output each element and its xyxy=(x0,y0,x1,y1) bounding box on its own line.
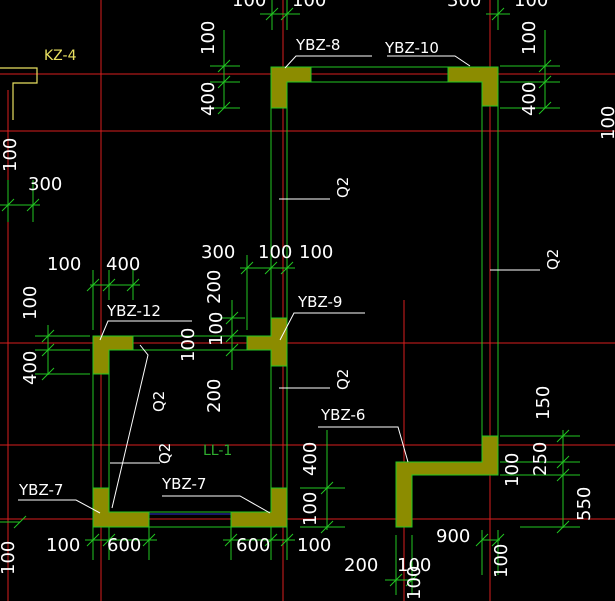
kz4-column xyxy=(0,67,38,120)
kz4-outline xyxy=(0,67,38,120)
dim-bot-left-100: 100 xyxy=(0,541,19,575)
column-ybz6 xyxy=(395,435,499,528)
dim-h100-mid-b: 100 xyxy=(299,242,333,263)
column-ybz9 xyxy=(246,317,288,367)
dim-bot-100-e: 100 xyxy=(491,544,512,578)
dim-left-100-top: 100 xyxy=(0,138,21,172)
dim-bot-600-b: 600 xyxy=(236,535,270,556)
label-ybz8: YBZ-8 xyxy=(295,36,340,54)
dim-v100-ybz10: 100 xyxy=(519,21,540,55)
dim-right-edge: 100 xyxy=(598,106,615,140)
leader-ybz9 xyxy=(279,312,365,341)
label-ybz10: YBZ-10 xyxy=(384,39,439,57)
dim-bot-100-c: 100 xyxy=(397,555,431,576)
dim-bot-100-d: 100 xyxy=(404,566,425,600)
column-ybz8 xyxy=(270,66,312,109)
label-ybz6: YBZ-6 xyxy=(320,406,365,424)
dim-v200-lower: 200 xyxy=(204,379,225,413)
dim-v100-bottom-right: 100 xyxy=(300,492,321,526)
label-ybz9: YBZ-9 xyxy=(297,293,342,311)
dim-top-d: 100 xyxy=(514,0,548,11)
dim-v100-ybz6: 100 xyxy=(502,453,523,487)
dim-h300: 300 xyxy=(201,242,235,263)
leader-ybz7a xyxy=(18,499,101,514)
leader-ybz8 xyxy=(284,55,372,69)
dim-h100-left: 100 xyxy=(47,254,81,275)
dim-v400-lower: 400 xyxy=(300,442,321,476)
leader-q2-diag xyxy=(111,344,149,509)
dim-top-b: 100 xyxy=(292,0,326,11)
label-ybz7-right: YBZ-7 xyxy=(161,475,206,493)
column-ybz10 xyxy=(447,66,499,107)
leader-ybz12 xyxy=(99,320,192,341)
label-ll1: LL-1 xyxy=(203,443,232,459)
dim-left-300: 300 xyxy=(28,174,62,195)
dim-v100-ybz9-b: 100 xyxy=(206,312,227,346)
dim-bot-100-b: 100 xyxy=(297,535,331,556)
dim-v550: 550 xyxy=(574,487,595,521)
dim-v200-mid: 200 xyxy=(204,270,225,304)
dim-v100-ybz8: 100 xyxy=(198,21,219,55)
dim-v100-left: 100 xyxy=(20,286,41,320)
dim-top-a: 100 xyxy=(232,0,266,11)
label-kz4: KZ-4 xyxy=(44,48,77,64)
dim-bot-200: 200 xyxy=(344,555,378,576)
leader-ybz10 xyxy=(387,55,471,67)
label-q2-right: Q2 xyxy=(544,249,562,270)
columns xyxy=(92,66,499,528)
column-ybz7-right xyxy=(230,487,288,528)
dim-v250: 250 xyxy=(530,442,551,476)
leader-ybz7b xyxy=(162,495,271,514)
dim-h400-left: 400 xyxy=(106,254,140,275)
label-ybz12: YBZ-12 xyxy=(106,302,161,320)
dim-bot-100-a: 100 xyxy=(46,535,80,556)
dim-h100-mid-a: 100 xyxy=(258,242,292,263)
dim-v400-left: 400 xyxy=(20,351,41,385)
label-q2-center: Q2 xyxy=(334,177,352,198)
label-q2-lower: Q2 xyxy=(334,369,352,390)
dim-v100-ybz9-a: 100 xyxy=(178,328,199,362)
dim-v400-ybz8: 400 xyxy=(198,82,219,116)
leader-lines xyxy=(18,55,540,514)
dimension-lines xyxy=(0,0,580,595)
column-ybz7-left xyxy=(92,487,150,528)
dim-bot-600-a: 600 xyxy=(107,535,141,556)
dim-bot-900: 900 xyxy=(436,526,470,547)
column-ybz12 xyxy=(92,335,134,375)
dim-v400-ybz10: 400 xyxy=(519,82,540,116)
dim-v150: 150 xyxy=(533,386,554,420)
label-ybz7-left: YBZ-7 xyxy=(18,481,63,499)
label-q2-diag: Q2 xyxy=(150,391,168,412)
walls xyxy=(92,66,499,528)
dim-top-c: 300 xyxy=(447,0,481,11)
leader-ybz6 xyxy=(318,426,409,463)
label-q2-room: Q2 xyxy=(156,443,174,464)
